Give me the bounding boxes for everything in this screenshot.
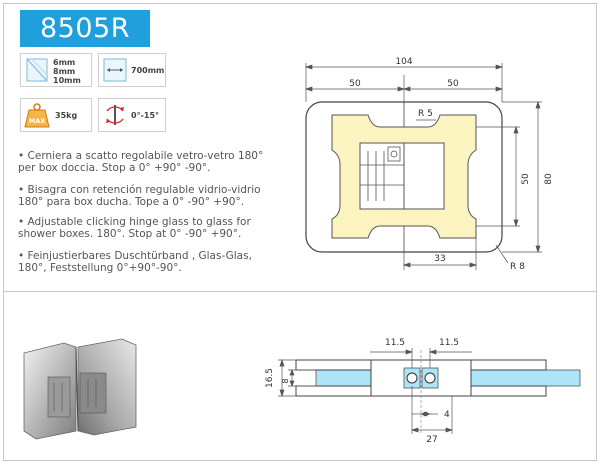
dim-total-thickness: 16.5 — [265, 368, 275, 388]
dim-bottom-offset: 33 — [434, 254, 445, 264]
plate-top-left — [295, 359, 372, 371]
dim-glass-thickness: 8 — [281, 378, 290, 383]
plate-bottom-left — [295, 385, 372, 397]
dim-radius-top: R 5 — [418, 109, 433, 119]
door-width-icon — [103, 58, 127, 82]
pivot-right — [424, 372, 436, 384]
page-frame — [3, 3, 597, 461]
max-weight-value: 35kg — [55, 111, 78, 120]
dim-left-half: 50 — [349, 79, 361, 89]
glass-thickness-icon — [26, 58, 48, 82]
mechanism-left — [359, 142, 405, 210]
spec-angle: 0°-15° — [98, 98, 166, 132]
glass-thickness-6: 6mm — [53, 58, 76, 67]
plate-top-right — [470, 359, 547, 371]
description-german: • Feinjustierbares Duschtürband , Glas-G… — [18, 250, 252, 274]
max-width-value: 700mm — [131, 66, 165, 75]
dim-inner-height: 50 — [521, 173, 531, 185]
dim-left-offset: 11.5 — [385, 338, 405, 348]
description-italian: • Cerniera a scatto regolabile vetro-vet… — [18, 150, 264, 174]
description-english: • Adjustable clicking hinge glass to gla… — [18, 216, 251, 240]
spec-max-weight: MAX 35kg — [20, 98, 92, 132]
side-view-drawing: 11.5 11.5 16.5 8 4 27 — [265, 338, 581, 445]
plate-bottom-right — [470, 385, 547, 397]
dim-right-offset: 11.5 — [439, 338, 459, 348]
dim-right-half: 50 — [447, 79, 459, 89]
spec-max-width: 700mm — [98, 53, 166, 87]
dim-radius-bottom: R 8 — [510, 262, 525, 272]
section-divider — [3, 291, 597, 292]
adjust-screw — [390, 150, 398, 158]
weight-icon: MAX — [24, 103, 50, 128]
angle-adjust-icon — [106, 105, 124, 125]
max-label: MAX — [29, 117, 46, 125]
dim-gap: 4 — [444, 410, 450, 420]
mechanism-right — [403, 142, 445, 210]
angle-value: 0°-15° — [131, 111, 160, 120]
dim-total-width: 104 — [395, 57, 412, 67]
front-view-drawing: 104 50 50 R 5 50 80 33 R 8 — [304, 57, 554, 272]
hinge-product-image — [23, 338, 137, 440]
pivot-left — [406, 372, 418, 384]
spec-glass-thickness: 6mm 8mm 10mm — [20, 53, 92, 87]
dim-total-height: 80 — [544, 173, 554, 185]
model-code-badge: 8505R — [20, 10, 150, 47]
glass-thickness-8: 8mm — [53, 67, 76, 76]
description-spanish: • Bisagra con retención regulable vidrio… — [18, 184, 261, 208]
dim-width: 27 — [426, 435, 437, 445]
glass-thickness-10: 10mm — [53, 76, 81, 85]
